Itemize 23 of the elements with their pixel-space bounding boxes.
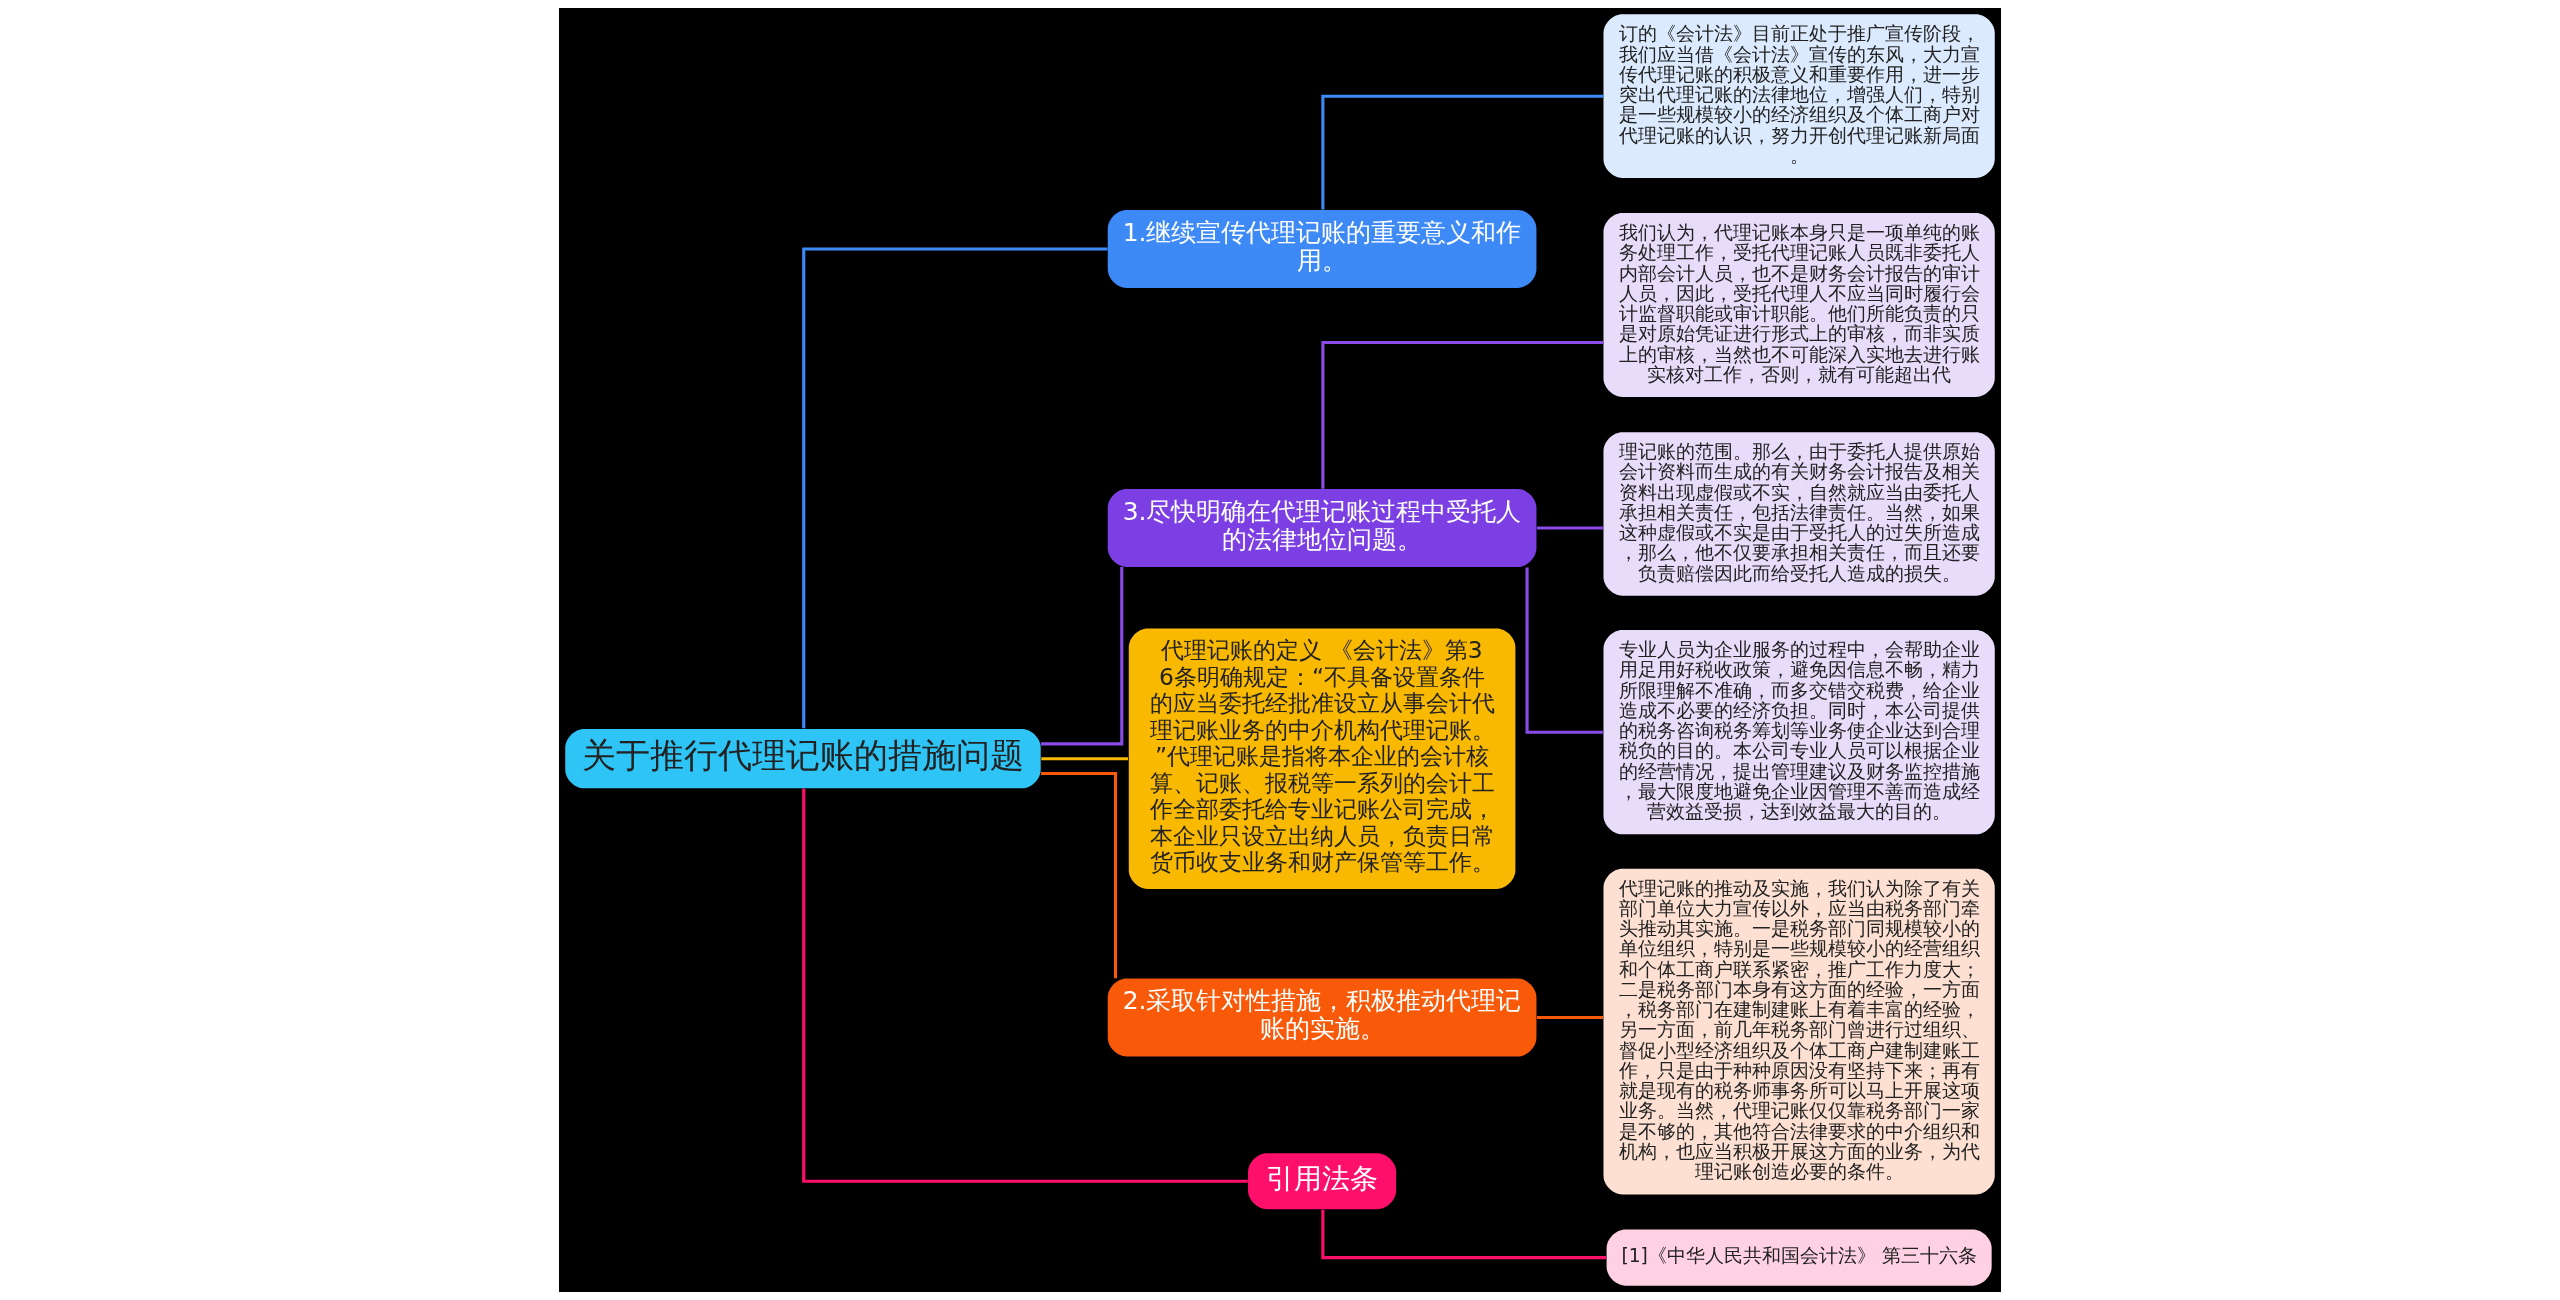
connector [1536,1015,1603,1020]
node-box: 3.尽快明确在代理记账过程中受托人的法律地位问题。 [1107,489,1537,567]
node-box: 代理记账的推动及实施，我们认为除了有关部门单位大力宣传以外，应当由税务部门牵头推动其实施。一是税务部门同规模较小的单位组织，特别是一些规模较小的经营组织和个体工商户联系紧密，推广工作力度大；二是税务部门本身有这方面的经验，一方面，税务部门在建制建账上有着丰富的经验，另一方面，前几年税务部门曾进行过组织、督促小型经济组织及个体工商户建制建账工作，只是由于种种原因没有坚持下来；再有就是现有的税务师事务所可以马上开展这项业务。当然，代理记账仅仅靠税务部门一家是不够的，其他符合法律要求的中介组织和机构，也应当积极开展这方面的业务，为代理记账创造必要的条件。 [1603,868,1995,1195]
node-box: 2.采取针对性措施，积极推动代理记账的实施。 [1107,978,1537,1057]
node-box: [1]《中华人民共和国会计法》 第三十六条 [1606,1229,1992,1286]
connector [1321,340,1604,489]
node-box: 专业人员为企业服务的过程中，会帮助企业用足用好税收政策，避免因信息不畅，精力所限理解不准确，而多交错交税费，给企业造成不必要的经济负担。同时，本公司提供的税务咨询税务筹划等业务使企业达到合理税负的目的。本公司专业人员可以根据企业的经营情况，提出管理建议及财务监控措施，最大限度地避免企业因管理不善而造成经营效益受损，达到效益最大的目的。 [1603,630,1995,835]
connector [802,247,1108,729]
connector [1525,567,1603,734]
connector [1040,567,1124,746]
connector [1321,1209,1607,1260]
connector [802,788,1248,1183]
connector [1041,757,1128,761]
node-box: 订的《会计法》目前正处于推广宣传阶段，我们应当借《会计法》宣传的东风，大力宣传代理记账的积极意义和重要作用，进一步突出代理记账的法律地位，增强人们，特别是一些规模较小的经济组织及个体工商户对代理记账的认识，努力开创代理记账新局面。 [1603,14,1995,179]
node-box: 理记账的范围。那么，由于委托人提供原始会计资料而生成的有关财务会计报告及相关资料出现虚假或不实，自然就应当由委托人承担相关责任，包括法律责任。当然，如果这种虚假或不实是由于受托人的过失所造成，那么，他不仅要承担相关责任，而且还要负责赔偿因此而给受托人造成的损失。 [1603,432,1995,596]
connector [1041,772,1118,979]
node-box: 代理记账的定义 《会计法》第36条明确规定：“不具备设置条件的应当委托经批准设立从事会计代理记账业务的中介机构代理记账。”代理记账是指将本企业的会计核算、记账、报税等一系列的会计工作全部委托给专业记账公司完成，本企业只设立出纳人员，负责日常货币收支业务和财产保管等工作。 [1128,628,1516,889]
connector [1536,526,1603,530]
node-box: 关于推行代理记账的措施问题 [565,729,1041,789]
node-box: 引用法条 [1248,1153,1397,1210]
node-box: 我们认为，代理记账本身只是一项单纯的账务处理工作，受托代理记账人员既非委托人内部会计人员，也不是财务会计报告的审计人员，因此，受托代理人不应当同时履行会计监督职能或审计职能。他们所能负责的只是对原始凭证进行形式上的审核，而非实质上的审核，当然也不可能深入实地去进行账实核对工作，否则，就有可能超出代 [1603,213,1995,398]
connector [1321,94,1604,210]
node-box: 1.继续宣传代理记账的重要意义和作用。 [1107,210,1537,288]
